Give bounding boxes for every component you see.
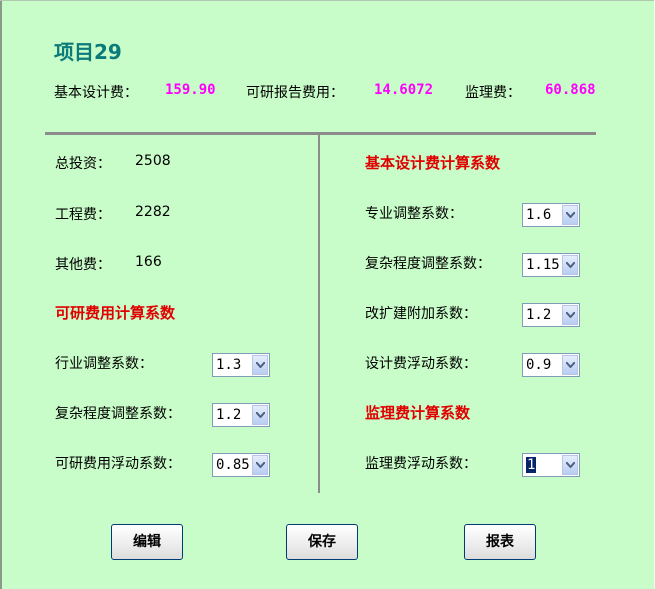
- supervision-floating-select[interactable]: 1: [522, 453, 580, 477]
- chevron-down-icon[interactable]: [562, 205, 578, 225]
- design-complexity-value: 1.15: [526, 257, 560, 273]
- supervision-floating-label: 监理费浮动系数：: [365, 456, 477, 472]
- horizontal-divider: [45, 132, 596, 135]
- expansion-coef-value: 1.2: [526, 307, 552, 323]
- supervision-fee-value: 60.868: [545, 82, 596, 98]
- vertical-divider: [318, 135, 320, 493]
- supervision-fee-label: 监理费：: [465, 85, 521, 101]
- basic-design-fee-value: 159.90: [165, 82, 216, 98]
- industry-coef-label: 行业调整系数：: [55, 356, 153, 372]
- total-investment-label: 总投资：: [55, 156, 111, 172]
- chevron-down-icon[interactable]: [562, 355, 578, 375]
- other-fee-label: 其他费：: [55, 257, 111, 273]
- page-title: 项目29: [54, 40, 122, 64]
- supervision-coef-heading: 监理费计算系数: [365, 404, 471, 422]
- engineering-fee-label: 工程费：: [55, 207, 111, 223]
- feasibility-fee-value: 14.6072: [374, 82, 434, 98]
- feasibility-floating-value: 0.85: [216, 457, 250, 473]
- expansion-coef-label: 改扩建附加系数：: [365, 306, 477, 322]
- design-complexity-select[interactable]: 1.15: [522, 253, 580, 277]
- chevron-down-icon[interactable]: [252, 355, 268, 375]
- edit-button[interactable]: 编辑: [111, 524, 183, 560]
- feasibility-fee-label: 可研报告费用：: [246, 85, 344, 101]
- feasibility-floating-select[interactable]: 0.85: [212, 453, 270, 477]
- design-floating-value: 0.9: [526, 357, 552, 373]
- design-complexity-label: 复杂程度调整系数：: [365, 256, 491, 272]
- other-fee-value: 166: [135, 254, 162, 270]
- chevron-down-icon[interactable]: [252, 405, 268, 425]
- design-coef-heading: 基本设计费计算系数: [365, 154, 501, 172]
- specialty-coef-select[interactable]: 1.6: [522, 203, 580, 227]
- feasibility-complexity-label: 复杂程度调整系数：: [55, 406, 181, 422]
- total-investment-value: 2508: [135, 153, 171, 169]
- industry-coef-select[interactable]: 1.3: [212, 353, 270, 377]
- save-button[interactable]: 保存: [286, 524, 358, 560]
- industry-coef-value: 1.3: [216, 357, 242, 373]
- feasibility-floating-label: 可研费用浮动系数：: [55, 456, 181, 472]
- specialty-coef-label: 专业调整系数：: [365, 206, 463, 222]
- report-button[interactable]: 报表: [464, 524, 536, 560]
- chevron-down-icon[interactable]: [252, 455, 268, 475]
- basic-design-fee-label: 基本设计费：: [54, 85, 138, 101]
- supervision-floating-value: 1: [526, 457, 537, 473]
- chevron-down-icon[interactable]: [562, 255, 578, 275]
- feasibility-complexity-select[interactable]: 1.2: [212, 403, 270, 427]
- chevron-down-icon[interactable]: [562, 455, 578, 475]
- design-floating-select[interactable]: 0.9: [522, 353, 580, 377]
- engineering-fee-value: 2282: [135, 204, 171, 220]
- feasibility-coef-heading: 可研费用计算系数: [55, 304, 176, 322]
- expansion-coef-select[interactable]: 1.2: [522, 303, 580, 327]
- window-top-edge: [0, 0, 655, 1]
- design-floating-label: 设计费浮动系数：: [365, 356, 477, 372]
- specialty-coef-value: 1.6: [526, 207, 552, 223]
- chevron-down-icon[interactable]: [562, 305, 578, 325]
- window-left-edge: [0, 0, 2, 589]
- feasibility-complexity-value: 1.2: [216, 407, 242, 423]
